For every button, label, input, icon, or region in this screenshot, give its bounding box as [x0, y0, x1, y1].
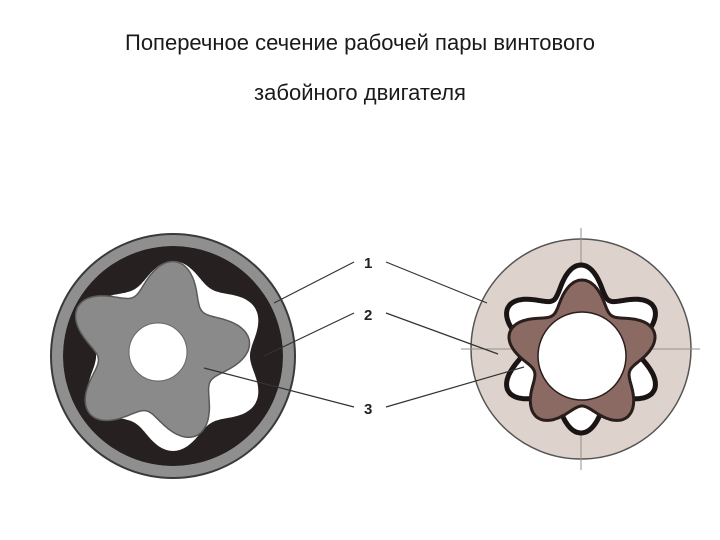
right-rotor-bore	[537, 311, 627, 401]
right-cross-section	[461, 228, 700, 470]
leader-lines	[203, 261, 525, 408]
title-line-2: забойного двигателя	[254, 80, 466, 105]
leader-2-right	[385, 312, 499, 355]
leader-1-left	[273, 261, 355, 304]
leader-3-left	[203, 367, 355, 408]
leader-1-right	[385, 261, 488, 304]
callout-number-1: 1	[364, 255, 372, 272]
callout-number-3: 3	[364, 401, 372, 418]
title-line-1: Поперечное сечение рабочей пары винтовог…	[125, 30, 595, 55]
leader-2-left	[263, 312, 355, 357]
leader-3-right	[385, 366, 525, 408]
left-rotor-bore	[128, 322, 188, 382]
callout-number-2: 2	[364, 307, 372, 324]
left-cross-section	[50, 233, 296, 479]
